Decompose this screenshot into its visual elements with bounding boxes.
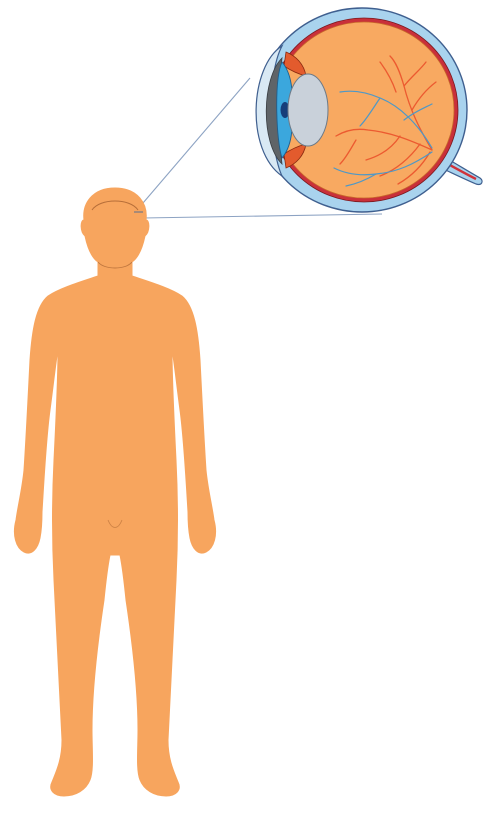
lens: [288, 74, 328, 146]
leader-line-upper: [143, 78, 250, 203]
body-silhouette: [14, 188, 215, 796]
human-body-icon: [14, 188, 215, 796]
leader-line-lower: [143, 214, 382, 218]
eyeball-cross-section-icon: [256, 8, 482, 212]
